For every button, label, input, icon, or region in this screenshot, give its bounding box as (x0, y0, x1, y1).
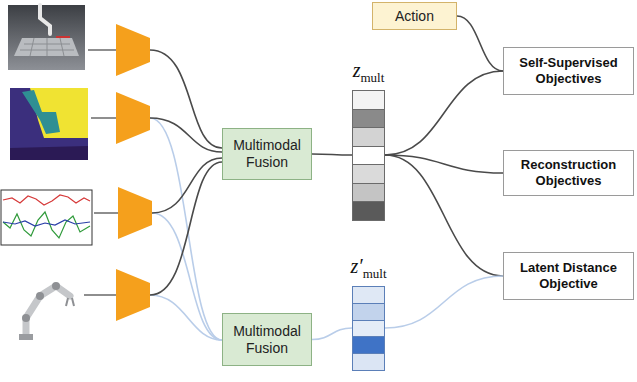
connector (385, 71, 503, 155)
lead-line (91, 117, 116, 118)
objective-box: Self-Supervised Objectives (503, 47, 634, 95)
vector-cell (352, 201, 385, 221)
vector-cell (352, 320, 385, 338)
encoder (118, 187, 152, 239)
robot-arm (40, 5, 50, 34)
signal-red (3, 195, 90, 205)
arm-base (19, 334, 33, 340)
signal-green (3, 212, 90, 238)
box-label: Latent Distance Objective (510, 260, 627, 291)
image-ground (8, 5, 85, 70)
latent-vector: zmult (352, 90, 385, 220)
encoder (116, 24, 150, 76)
box-label: Multimodal Fusion (229, 137, 305, 171)
vector-subscript: mult (363, 266, 387, 281)
depth-arm (22, 90, 60, 134)
rgb-image (8, 5, 85, 70)
box-label: Self-Supervised Objectives (510, 55, 627, 86)
wire-light (150, 295, 222, 340)
fusion-wires (150, 50, 222, 340)
vector-label: z′mult (338, 255, 399, 281)
signal-blue (3, 220, 90, 226)
joint (22, 314, 30, 322)
encoders (116, 24, 152, 321)
vector-cell (352, 303, 385, 321)
objective-box: Latent Distance Objective (503, 252, 634, 300)
vector-label: zmult (338, 59, 399, 85)
lead-line (94, 212, 118, 213)
latent-vector: z′mult (352, 286, 385, 370)
vector-cell (352, 336, 385, 354)
vector-symbol: z′ (350, 255, 362, 277)
target (56, 36, 70, 38)
depth-floor (10, 146, 88, 160)
fusion-box: Multimodal Fusion (222, 128, 312, 180)
image-ground (10, 88, 88, 160)
connector (385, 155, 503, 276)
encoder (116, 92, 150, 144)
table-grid (20, 38, 74, 56)
connector (385, 276, 503, 328)
vector-cell (352, 353, 385, 371)
action-box: Action (372, 2, 457, 30)
connector (385, 155, 503, 173)
vector-cell (352, 286, 385, 304)
plot-frame (1, 190, 92, 245)
connector (312, 154, 352, 155)
depth-region (10, 88, 88, 160)
encoder (116, 269, 150, 321)
wire-dark (150, 162, 222, 295)
depth-image (10, 88, 88, 160)
vector-cell (352, 127, 385, 147)
table (14, 38, 79, 56)
wire-light (150, 118, 222, 340)
box-label: Reconstruction Objectives (510, 157, 627, 188)
robot-figure (19, 282, 74, 340)
joint (36, 292, 44, 300)
vector-cell (352, 109, 385, 129)
vector-cell (352, 90, 385, 110)
input-leads (84, 50, 118, 295)
gripper (66, 298, 74, 306)
box-label: Action (395, 8, 434, 24)
vector-symbol: z (353, 59, 361, 81)
lead-line (84, 294, 116, 295)
vector-cell (352, 183, 385, 203)
fusion-box: Multimodal Fusion (222, 313, 312, 366)
joint (52, 282, 60, 290)
wire-light (152, 213, 222, 340)
connector (457, 16, 503, 71)
objective-box: Reconstruction Objectives (503, 150, 634, 196)
vector-cell (352, 164, 385, 184)
vector-cell (352, 146, 385, 166)
signal-plot (1, 190, 92, 245)
vector-subscript: mult (360, 70, 384, 85)
connector (312, 328, 352, 340)
wire-dark (150, 118, 222, 152)
box-label: Multimodal Fusion (229, 323, 305, 357)
arm-links (26, 286, 70, 336)
lead-line (88, 49, 116, 50)
